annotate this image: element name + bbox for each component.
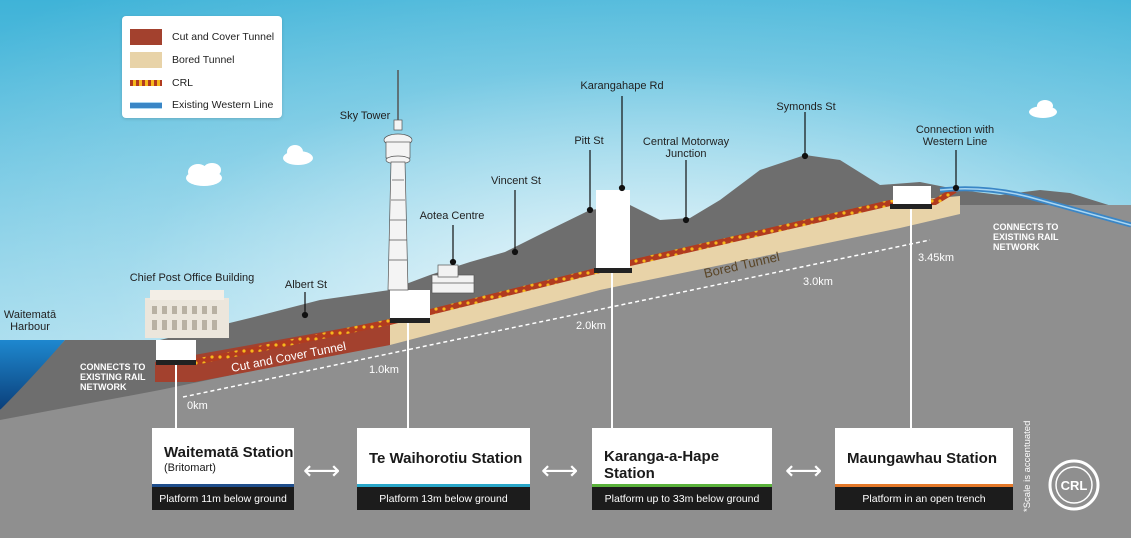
legend-item-bored: Bored Tunnel: [130, 51, 234, 69]
station-color-bar: [592, 484, 772, 487]
pitt-st-label: Pitt St: [574, 135, 604, 147]
platform-depth: Platform in an open trench: [835, 487, 1013, 510]
aotea-centre: [431, 264, 475, 294]
legend-item-cut-cover: Cut and Cover Tunnel: [130, 28, 274, 46]
cloud: [1029, 100, 1057, 118]
waitemata-harbour-label: Waitematā Harbour: [3, 309, 57, 333]
distance-3km: 3.0km: [803, 276, 833, 288]
station-card-waitemata: Waitematā Station (Britomart) Platform 1…: [152, 428, 294, 510]
sky-tower-label: Sky Tower: [339, 110, 391, 122]
distance-0km: 0km: [187, 400, 208, 412]
station-sub: (Britomart): [164, 462, 216, 474]
crl-logo-text: CRL: [1061, 478, 1088, 493]
albert-st-label: Albert St: [284, 279, 328, 291]
station-card-te-waihorotiu: Te Waihorotiu Station Platform 13m below…: [357, 428, 530, 510]
distance-2km: 2.0km: [576, 320, 606, 332]
sky-tower: [383, 70, 413, 291]
chief-post-office-building: [145, 290, 229, 338]
station-color-bar: [357, 484, 530, 487]
station-card-karanga-a-hape: Karanga-a-Hape Station Platform up to 33…: [592, 428, 772, 510]
double-arrow-icon: ⟷: [785, 455, 823, 485]
harbour-water: [0, 340, 65, 410]
station-name: Karanga-a-Hape Station: [604, 448, 720, 482]
bored-swatch: [130, 52, 162, 68]
platform-depth: Platform 13m below ground: [357, 487, 530, 510]
karangahape-rd-label: Karangahape Rd: [580, 80, 664, 92]
station-name: Maungawhau Station: [847, 450, 997, 467]
double-arrow-icon: ⟷: [541, 455, 579, 485]
platform-depth: Platform 11m below ground: [152, 487, 294, 510]
station-name: Waitematā Station: [164, 444, 294, 461]
vincent-st-label: Vincent St: [491, 175, 541, 187]
legend-item-crl: CRL: [130, 74, 193, 92]
connects-left-label: CONNECTS TO EXISTING RAIL NETWORK: [80, 362, 146, 392]
distance-345km: 3.45km: [918, 252, 955, 264]
crl-track: [194, 187, 957, 365]
chief-post-office-label: Chief Post Office Building: [129, 272, 255, 284]
waitemata-station-box: [156, 340, 196, 362]
maungawhau-station-box: [893, 186, 931, 206]
station-color-bar: [152, 484, 294, 487]
bored-tunnel-band: [390, 196, 960, 345]
distance-dashed-line: [182, 239, 931, 398]
symonds-st-label: Symonds St: [776, 101, 836, 113]
double-arrow-icon: ⟷: [303, 455, 341, 485]
station-name: Te Waihorotiu Station: [369, 450, 523, 467]
station-color-bar: [835, 484, 1013, 487]
connects-right-label: CONNECTS TO EXISTING RAIL NETWORK: [993, 222, 1059, 252]
legend-item-western: Existing Western Line: [130, 96, 273, 114]
western-swatch: [130, 101, 162, 109]
central-motorway-label: Central Motorway Junction: [642, 136, 730, 160]
scale-note: *Scale is accentuated: [1022, 420, 1033, 512]
connection-western-label: Connection with Western Line: [915, 124, 995, 148]
cloud: [283, 145, 313, 165]
aotea-centre-label: Aotea Centre: [419, 210, 485, 222]
crl-swatch: [130, 80, 162, 86]
crl-logo: [1048, 459, 1100, 511]
legend: Cut and Cover Tunnel Bored Tunnel CRL Ex…: [122, 16, 282, 118]
karanga-a-hape-station-box: [596, 190, 630, 272]
platform-depth: Platform up to 33m below ground: [592, 487, 772, 510]
distance-1km: 1.0km: [369, 364, 399, 376]
te-waihorotiu-station-box: [390, 290, 430, 320]
cut-cover-swatch: [130, 29, 162, 45]
station-card-maungawhau: Maungawhau Station Platform in an open t…: [835, 428, 1013, 510]
cloud: [186, 163, 222, 186]
